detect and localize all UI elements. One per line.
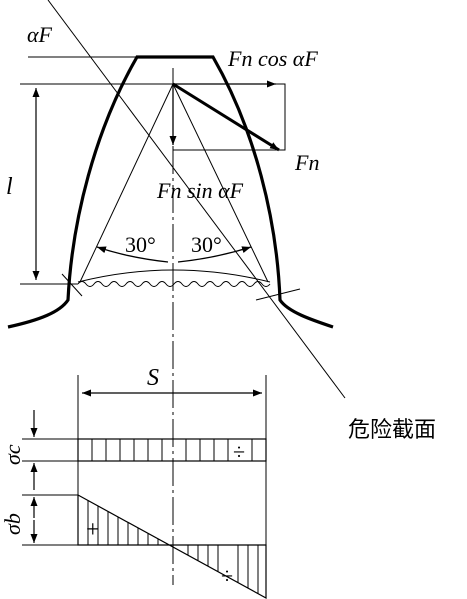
compression-rect [77,438,267,462]
lever-label: l [6,174,13,200]
plus-sign: + [86,517,100,543]
force-rectangle [173,83,286,151]
width-s-label: S [147,365,159,391]
root-tangent-left [61,273,83,297]
critical-section-arc [77,269,271,283]
sigma-c-label: σc [0,444,25,465]
force-sin-label: Fn sin αF [156,178,244,203]
minus-sign-top: ÷ [233,439,245,464]
angle-left-label: 30° [125,232,156,257]
angle-arc-right [177,246,252,263]
sigma-b-label: σb [0,513,25,535]
angle-arc-left [96,246,169,263]
force-n-label: Fn [294,150,319,175]
thirty-deg-line-right [172,83,269,283]
root-tangent-right [255,288,301,301]
bending-hatch-right [187,545,259,594]
thirty-deg-line-left [79,83,174,283]
angle-right-label: 30° [191,232,222,257]
pressure-line [47,0,346,399]
bending-outline [77,494,267,599]
force-n-arrow [172,82,280,152]
alpha-f-label: αF [27,22,53,47]
critical-section-label: 危险截面 [348,418,436,443]
bending-stress-diagram [77,494,267,599]
compression-stress-band [77,438,267,462]
compression-hatch [91,439,253,461]
critical-section-wave [77,281,271,287]
force-cos-label: Fn cos αF [227,46,318,71]
bending-hatch-left [87,500,159,545]
minus-sign-bottom: ÷ [221,563,233,588]
